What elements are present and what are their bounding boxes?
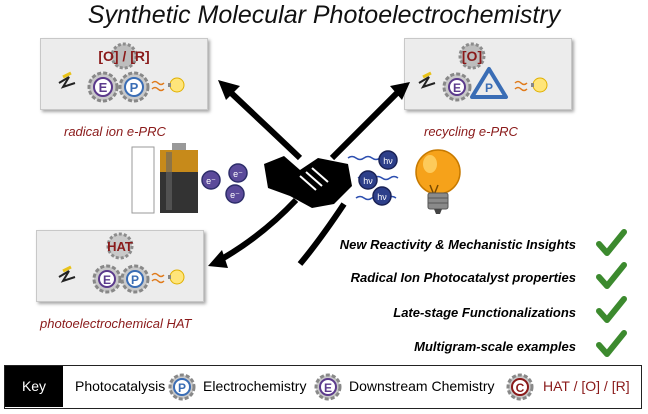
photocatalysis-gear-icon [118, 71, 150, 103]
arrow-to-radical-ion [218, 80, 303, 161]
gear-letter-e: E [99, 80, 108, 95]
light-wave-icon [514, 80, 528, 92]
badge-gear-icon [458, 42, 486, 70]
electron-label-1: e⁻ [206, 176, 216, 186]
gear-letter-e: E [324, 381, 332, 395]
key-hat-label: HAT / [O] / [R] [543, 378, 630, 394]
key-legend: Key Photocatalysis P Electrochemistry E … [4, 365, 642, 409]
photon-label-2: hν [363, 176, 373, 186]
panel-badge: HAT [107, 239, 133, 254]
gear-letter-p: P [130, 80, 139, 95]
handshake-icon [264, 156, 352, 208]
electron-icon [201, 163, 248, 204]
center-scene: e⁻ e⁻ e⁻ hν hν hν [131, 80, 461, 268]
gear-letter-c: C [516, 381, 525, 395]
light-bulb-icon [168, 269, 185, 285]
electron-source-icon [418, 71, 436, 89]
panel-label-hat: photoelectrochemical HAT [40, 316, 192, 331]
panel-badge: [O] [462, 48, 482, 64]
panel-label-radical-ion: radical ion e-PRC [64, 124, 166, 139]
photocatalysis-gear-icon: P [168, 373, 196, 401]
key-photocatalysis-label: Photocatalysis [75, 378, 166, 394]
electrochemistry-gear-icon [442, 72, 472, 102]
photon-waves-icon [347, 150, 399, 206]
downstream-gear-icon [106, 232, 134, 260]
electron-label-2: e⁻ [233, 169, 243, 179]
electrochemistry-gear-icon: E [314, 373, 342, 401]
gear-letter-e: E [103, 273, 111, 287]
check-icon [596, 229, 627, 256]
recycling-gear-scheme: [O] E P [418, 42, 548, 102]
light-bulb-icon [168, 77, 185, 93]
feature-photocatalyst-properties: Radical Ion Photocatalyst properties [350, 270, 576, 285]
gear-letter-e: E [453, 81, 461, 95]
diagram-title: Synthetic Molecular Photoelectrochemistr… [87, 1, 561, 29]
radical-ion-gear-scheme: [O] / [R] E P [58, 42, 185, 103]
panel-label-recycling: recycling e-PRC [424, 124, 518, 139]
key-electrochemistry-label: Electrochemistry [203, 378, 307, 394]
feature-reactivity: New Reactivity & Mechanistic Insights [339, 237, 576, 252]
photocatalysis-gear-icon [120, 264, 150, 294]
gear-letter-p: P [178, 381, 186, 395]
gear-letter-p: P [131, 273, 139, 287]
key-downstream-label: Downstream Chemistry [349, 378, 495, 394]
downstream-gear-icon: C [506, 373, 534, 401]
electron-source-icon [58, 265, 76, 283]
check-icon [596, 262, 627, 289]
photon-label-1: hν [383, 156, 393, 166]
badge-gear-icon [110, 42, 138, 70]
battery-icon [131, 143, 198, 214]
key-tag: Key [5, 366, 63, 407]
light-bulb-icon [531, 77, 548, 93]
light-bulb-icon [415, 149, 461, 214]
light-wave-icon [151, 272, 165, 284]
panel-badge: [O] / [R] [98, 48, 149, 64]
hat-gear-scheme: HAT E P [58, 232, 185, 294]
electron-source-icon [58, 71, 76, 89]
photon-label-3: hν [377, 192, 387, 202]
recycling-icon [470, 67, 508, 99]
panel-hat: HAT E P [36, 230, 204, 302]
feature-multigram: Multigram-scale examples [414, 339, 576, 354]
feature-late-stage: Late-stage Functionalizations [393, 305, 576, 320]
arrow-to-recycling [329, 82, 410, 161]
panel-recycling: [O] E P [404, 38, 572, 110]
electron-label-3: e⁻ [230, 190, 240, 200]
check-icon [596, 330, 627, 357]
arrow-crossing-lower [297, 202, 347, 266]
electrochemistry-gear-icon [87, 71, 119, 103]
light-wave-icon [151, 80, 165, 92]
gear-letter-p: P [485, 81, 493, 95]
check-icon [596, 296, 627, 323]
electrochemistry-gear-icon [92, 264, 122, 294]
arrow-to-hat [208, 197, 299, 268]
panel-radical-ion: [O] / [R] E P [40, 38, 208, 110]
